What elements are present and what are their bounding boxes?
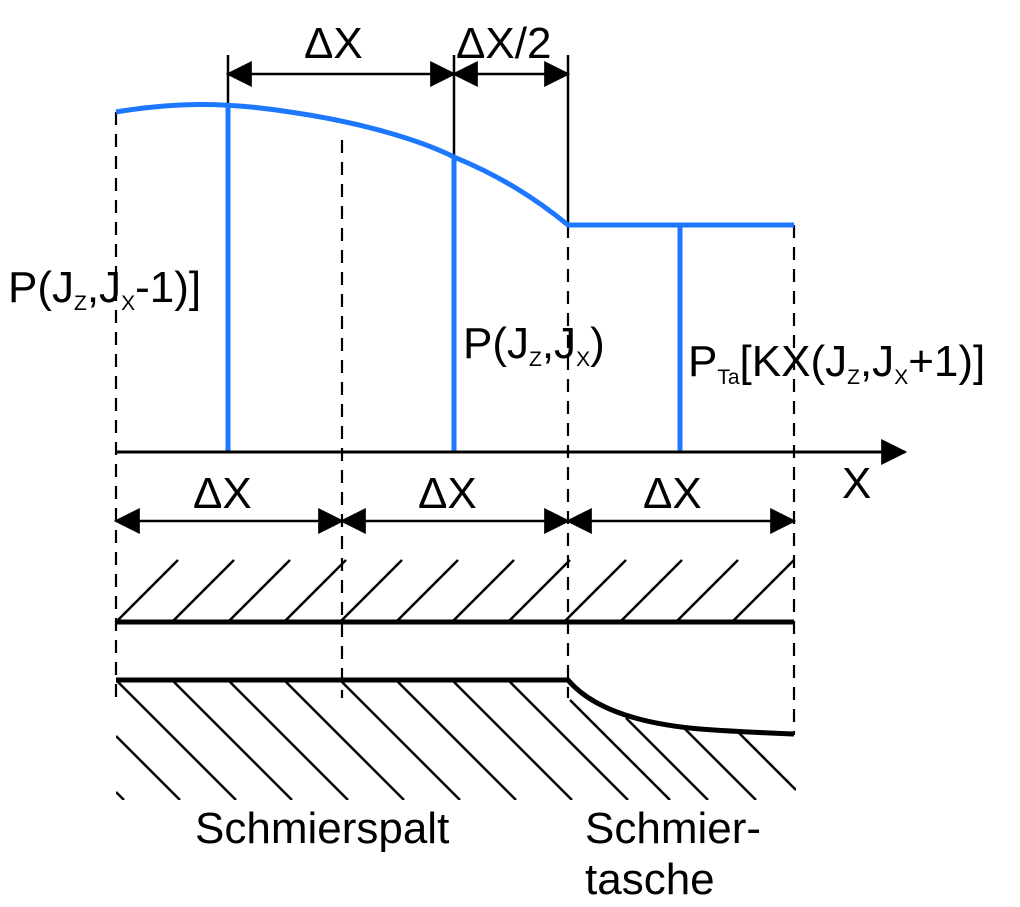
label-pressure-prev: P(JZ,JX-1)] bbox=[8, 263, 201, 315]
label-region-pocket-line1: Schmier- bbox=[585, 804, 761, 853]
lower-wall bbox=[116, 677, 796, 800]
label-dx-bottom-1: ΔX bbox=[193, 469, 252, 518]
label-dx-half: ΔX/2 bbox=[456, 19, 551, 68]
label-dx-bottom-2: ΔX bbox=[418, 469, 477, 518]
label-dx-bottom-3: ΔX bbox=[643, 469, 702, 518]
grid-lines bbox=[114, 112, 796, 735]
upper-wall-hatching bbox=[116, 559, 795, 621]
pressure-profile bbox=[115, 102, 794, 452]
top-dimensions bbox=[225, 55, 571, 225]
label-region-pocket-line2: tasche bbox=[585, 855, 715, 904]
label-dx-top: ΔX bbox=[304, 19, 363, 68]
label-pressure-current: P(JZ,JX) bbox=[463, 319, 605, 371]
lower-wall-hatching bbox=[116, 680, 796, 800]
lower-wall-surface bbox=[116, 677, 795, 737]
label-pressure-pocket: PTa[KX(JZ,JX+1)] bbox=[688, 337, 985, 389]
label-axis-x: X bbox=[842, 459, 871, 508]
pressure-curve bbox=[115, 102, 794, 228]
upper-wall bbox=[116, 559, 795, 625]
label-region-gap: Schmierspalt bbox=[195, 804, 449, 853]
